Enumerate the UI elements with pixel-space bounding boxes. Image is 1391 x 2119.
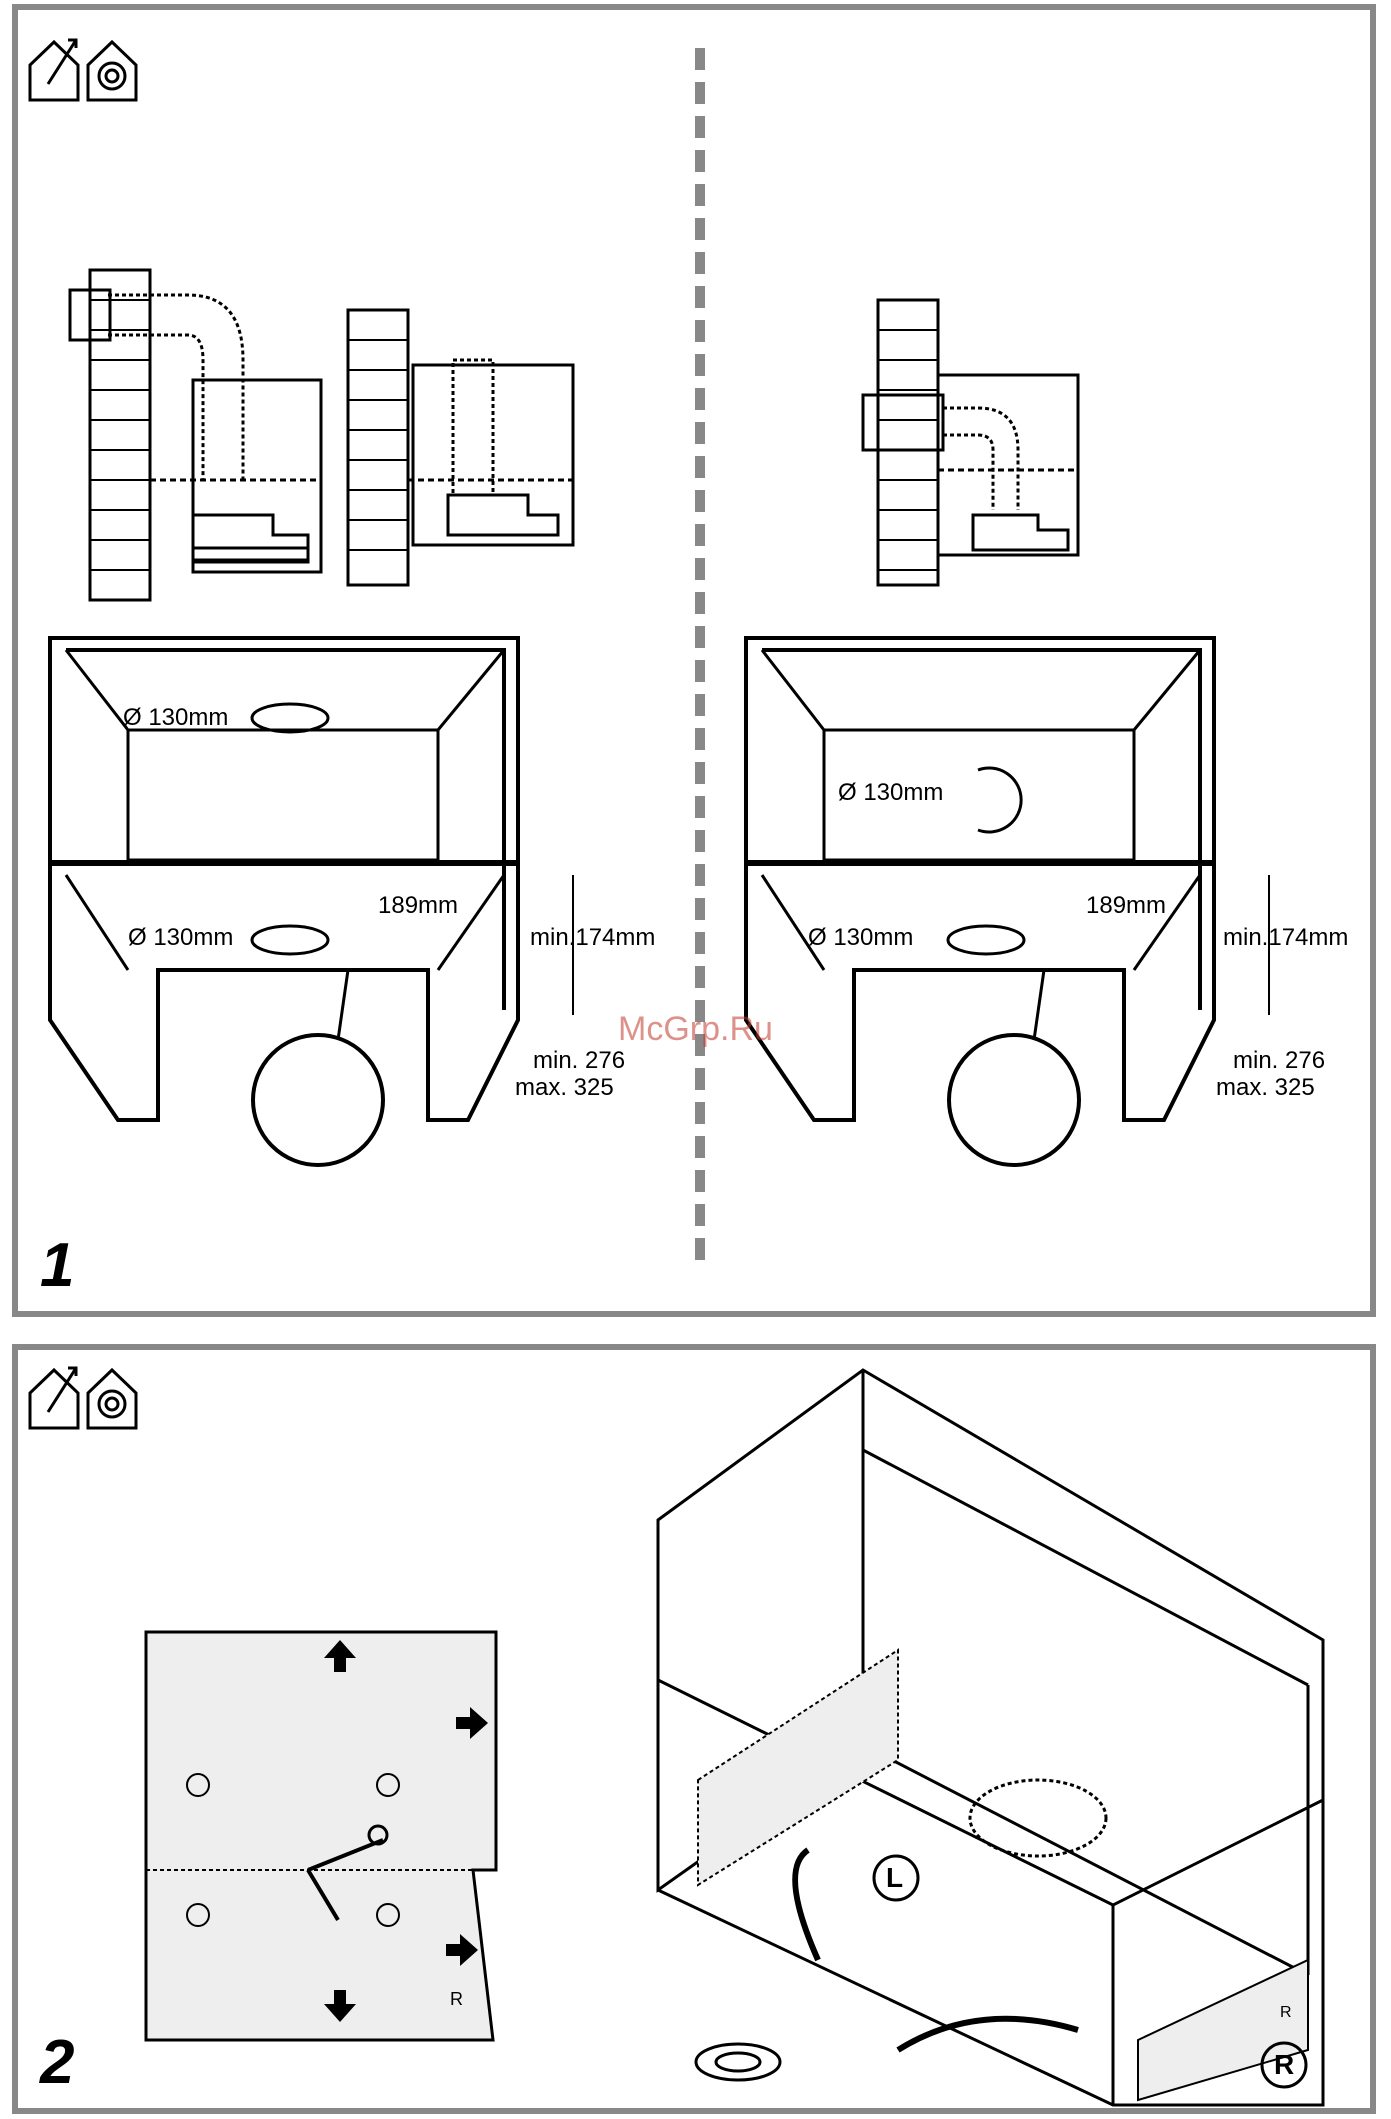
label-hole-diameter-bottom-left: Ø 130mm bbox=[128, 924, 233, 951]
label-depth-min-left: min. 276 bbox=[533, 1047, 625, 1074]
installation-diagram-left bbox=[70, 270, 573, 600]
label-R: R bbox=[1274, 2049, 1294, 2080]
extraction-mode-icon bbox=[30, 1368, 78, 1428]
label-offset-left: 189mm bbox=[378, 892, 458, 919]
corner-mark-R: R bbox=[1280, 2004, 1292, 2021]
figure-2-drawing: R L R R bbox=[18, 1350, 1370, 2108]
label-depth-min-right: min. 276 bbox=[1233, 1047, 1325, 1074]
figure-2-panel: R L R R 2 bbox=[12, 1344, 1376, 2114]
label-hole-diameter-bottom-right: Ø 130mm bbox=[808, 924, 913, 951]
cabinet-perspective bbox=[658, 1370, 1323, 2105]
label-depth-max-left: max. 325 bbox=[515, 1074, 614, 1101]
label-height-min-right: min.174mm bbox=[1223, 924, 1348, 951]
figure-number-2: 2 bbox=[40, 2032, 74, 2094]
recirculation-mode-icon bbox=[88, 1370, 136, 1428]
label-hole-diameter-top-left: Ø 130mm bbox=[123, 704, 228, 731]
label-depth-max-right: max. 325 bbox=[1216, 1074, 1315, 1101]
figure-1-drawing: Ø 130mm Ø 130mm 189mm min.174mm min. 276… bbox=[18, 10, 1370, 1311]
figure-1-panel: Ø 130mm Ø 130mm 189mm min.174mm min. 276… bbox=[12, 4, 1376, 1317]
label-hole-diameter-back-right: Ø 130mm bbox=[838, 779, 943, 806]
label-L: L bbox=[886, 1862, 903, 1893]
installation-diagram-right bbox=[863, 300, 1078, 585]
recirculation-mode-icon bbox=[88, 42, 136, 100]
label-offset-right: 189mm bbox=[1086, 892, 1166, 919]
template-mark-R: R bbox=[450, 1989, 463, 2009]
label-height-min-left: min.174mm bbox=[530, 924, 655, 951]
watermark: McGrp.Ru bbox=[618, 1010, 773, 1048]
extraction-mode-icon bbox=[30, 40, 78, 100]
cabinet-section-right bbox=[746, 638, 1269, 1165]
figure-number-1: 1 bbox=[40, 1235, 74, 1297]
adhesive-template-sheet bbox=[146, 1632, 496, 2040]
